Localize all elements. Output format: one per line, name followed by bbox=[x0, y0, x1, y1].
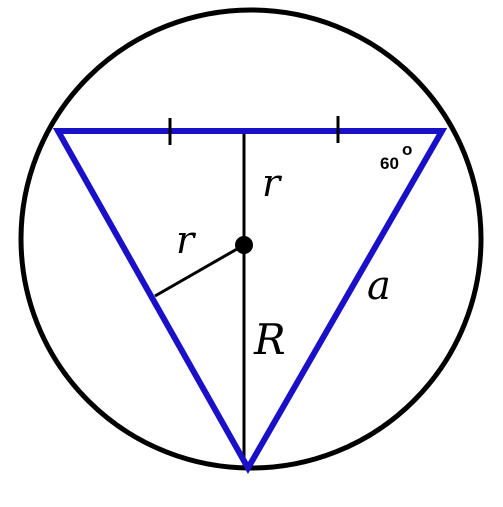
inradius-segment bbox=[154, 243, 245, 298]
label-degree: o bbox=[402, 140, 412, 159]
label-a: a bbox=[367, 263, 391, 309]
center-point bbox=[235, 236, 253, 254]
equilateral-triangle bbox=[52, 128, 448, 475]
circumcircle bbox=[18, 7, 484, 471]
label-angle: 60 bbox=[380, 154, 399, 173]
label-R: R bbox=[253, 315, 286, 364]
label-r-slanted: r bbox=[176, 218, 197, 262]
label-r-vertical: r bbox=[262, 161, 283, 205]
